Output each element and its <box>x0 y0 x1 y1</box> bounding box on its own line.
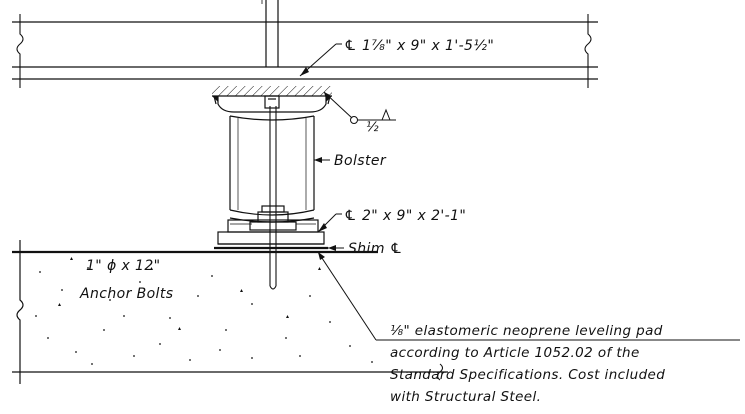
concrete-pier <box>12 240 448 384</box>
shim-plate-label: Shim ℄ <box>348 241 403 257</box>
leader-lines <box>299 43 740 341</box>
anchor-nut <box>249 205 297 231</box>
base-plate-label: 2" x 9" x 2'-1" <box>362 208 466 224</box>
pad-note-line-2: according to Article 1052.02 of the <box>390 345 640 361</box>
base-plate <box>217 219 325 245</box>
base-plate-symbol: ℄ <box>344 208 357 224</box>
weld-size-label: ½ <box>366 120 379 135</box>
bearing-shoe <box>213 95 331 113</box>
pad-note-line-3: Standard Specifications. Cost included <box>390 367 665 383</box>
pad-note-line-4: with Structural Steel. <box>390 389 541 405</box>
top-bearing-plate <box>212 86 332 97</box>
top-plate-symbol: ℄ <box>344 38 357 54</box>
leader-arrowheads <box>300 67 336 260</box>
pad-note-line-1: ⅛" elastomeric neoprene leveling pad <box>390 323 663 339</box>
beam-break-right <box>584 14 592 88</box>
steel-beam <box>12 0 598 80</box>
concrete-stipple <box>35 257 373 365</box>
top-plate-label: 1⅞" x 9" x 1'-5½" <box>362 38 494 54</box>
bolster-body <box>229 115 315 223</box>
anchor-bolt <box>269 106 277 290</box>
beam-break-left <box>16 14 24 88</box>
anchor-bolt-label: Anchor Bolts <box>79 286 173 302</box>
bolster-label: Bolster <box>334 153 387 169</box>
anchor-bolt-size-label: 1" ϕ x 12" <box>86 258 160 274</box>
concrete-break-right <box>436 363 444 381</box>
